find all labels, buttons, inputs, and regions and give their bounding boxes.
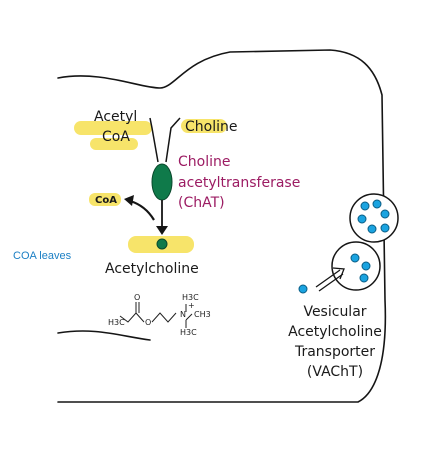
vesicle-loading-dot <box>359 273 369 283</box>
vesicle-full-dot <box>380 209 390 219</box>
acetyl-label: Acetyl <box>94 109 137 125</box>
nitrogen: N <box>180 310 186 319</box>
coa-leaving-highlight <box>89 193 121 206</box>
vesicle-loading-dot <box>350 253 360 263</box>
oxygen-ester: O <box>145 318 151 327</box>
coa-leaving-arrow-head <box>124 195 134 206</box>
acetyl-coa-highlight-2 <box>90 138 138 150</box>
vesicle-full-dot <box>367 224 377 234</box>
choline-highlight <box>181 119 227 133</box>
coa-leaving-arrow <box>129 199 155 221</box>
acetyl-coa-input-line <box>149 117 159 163</box>
acetylcholine-structure: H3C O O N + H3C CH3 H3C <box>108 293 211 337</box>
acetylcholine-dot <box>156 238 168 250</box>
coa-leaves-note: COA leaves <box>13 250 72 262</box>
transport-arrow-line-2 <box>318 273 344 292</box>
incoming-acetylcholine-dot <box>298 284 308 294</box>
enzyme-label-line3: (ChAT) <box>178 195 225 211</box>
coa-word-label: CoA <box>102 129 130 145</box>
acetylcholine-label: Acetylcholine <box>105 261 199 277</box>
transport-arrow-line-1 <box>315 269 341 288</box>
choline-input-line <box>165 117 181 163</box>
vacht-label-line3: Transporter <box>294 344 375 360</box>
vacht-label-line2: Acetylcholine <box>288 324 382 340</box>
enzyme-label-line2: acetyltransferase <box>178 175 300 191</box>
choline-label: Choline <box>185 119 237 135</box>
vesicle-full-dot <box>372 199 382 209</box>
methyl-top: H3C <box>182 293 199 302</box>
structure-bonds <box>119 302 193 323</box>
vesicle-full-dot <box>380 223 390 233</box>
acetyl-coa-highlight <box>74 121 152 135</box>
vacht-label-line1: Vesicular <box>303 304 366 320</box>
methyl-right: CH3 <box>194 310 211 319</box>
nerve-terminal-outline <box>57 49 387 403</box>
vesicle-full-dot <box>357 214 367 224</box>
chat-enzyme-shape <box>151 163 173 201</box>
product-arrow-head <box>156 226 168 235</box>
vesicle-full-dot <box>360 201 370 211</box>
enzyme-label-line1: Choline <box>178 154 230 170</box>
methyl-left: H3C <box>108 318 125 327</box>
oxygen-carbonyl: O <box>134 293 140 302</box>
vesicle-loading-dot <box>361 261 371 271</box>
vacht-label-line4: (VAChT) <box>307 364 363 380</box>
nitrogen-charge: + <box>188 301 195 310</box>
vesicle-loading <box>331 241 381 291</box>
coa-leaving-label: CoA <box>95 195 117 206</box>
transport-arrow-head <box>332 267 345 280</box>
methyl-bottom: H3C <box>180 328 197 337</box>
